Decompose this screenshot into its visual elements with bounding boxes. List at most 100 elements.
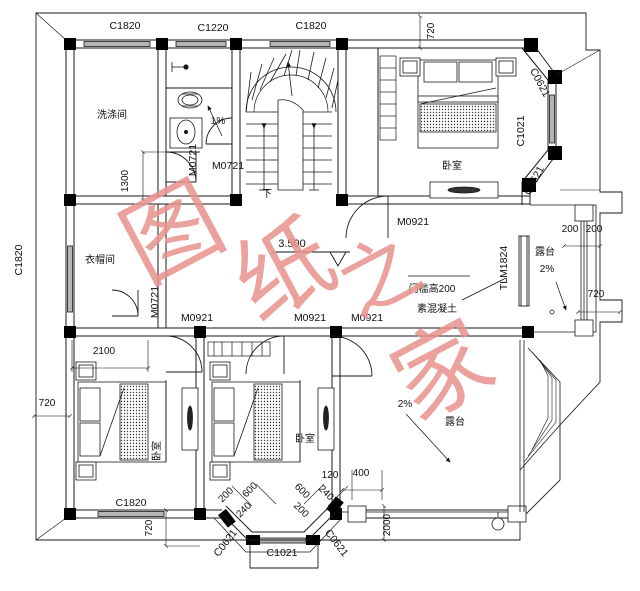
blanket bbox=[419, 103, 497, 133]
dimension-dim-right-200a: 200 bbox=[562, 224, 579, 235]
column-bay-ne-top bbox=[548, 70, 562, 84]
leader-lines bbox=[207, 105, 567, 463]
column-e-mid bbox=[522, 178, 536, 192]
door-label-d-bath: M0721 bbox=[212, 160, 244, 172]
window-C1021-east-bay bbox=[549, 94, 555, 144]
leader-slope-e bbox=[555, 281, 567, 311]
window-label-w-top-3: C1820 bbox=[296, 20, 327, 32]
column-e-lower bbox=[522, 326, 534, 338]
pillow-left bbox=[423, 61, 458, 83]
dimension-dim-top-right: 720 bbox=[426, 22, 437, 39]
column-n3 bbox=[336, 38, 348, 50]
pillow-a bbox=[79, 387, 101, 422]
wardrobe-ne bbox=[379, 55, 397, 141]
pillow-b bbox=[213, 422, 235, 457]
pillow-a bbox=[213, 387, 235, 422]
annotation-stair-down: 下 bbox=[262, 189, 272, 200]
bed-ne bbox=[399, 57, 517, 149]
door-label-d-sw: M0921 bbox=[181, 312, 213, 324]
door-swing-bed-ne bbox=[345, 195, 389, 239]
stair-well bbox=[277, 99, 304, 191]
room-label-cloakroom: 衣帽间 bbox=[85, 253, 115, 266]
door-label-d-s-1: M0921 bbox=[294, 312, 326, 324]
dimension-dim-bot-400: 400 bbox=[353, 468, 370, 479]
column-s1 bbox=[194, 326, 206, 338]
door-label-d-cloak: M0721 bbox=[149, 286, 161, 318]
column-sw bbox=[64, 508, 76, 520]
window-label-w-right-bay-c: C1021 bbox=[515, 115, 527, 146]
terrace-post-s1 bbox=[347, 505, 367, 523]
staircase bbox=[245, 49, 339, 191]
room-label-laundry: 洗涤间 bbox=[97, 108, 127, 121]
bed-sw bbox=[75, 361, 167, 481]
door-swing-bath bbox=[205, 117, 233, 145]
wardrobe-sliding-1 bbox=[181, 387, 199, 451]
column-w-lower bbox=[64, 326, 76, 338]
room-label-terrace_s: 露台 bbox=[445, 415, 465, 428]
window-C1820-north-left bbox=[83, 41, 151, 47]
column-n1 bbox=[156, 38, 168, 50]
dimension-dim-left-2100: 2100 bbox=[93, 346, 116, 357]
blanket bbox=[253, 383, 283, 461]
tv-bench-ne bbox=[429, 181, 499, 199]
leader-sill bbox=[461, 277, 507, 301]
column-bay-s-right bbox=[326, 496, 344, 516]
annotation-slope-bath: 1% bbox=[211, 116, 226, 127]
washbasin-icon bbox=[169, 117, 203, 149]
door-swings bbox=[111, 117, 530, 377]
window-label-w-bot-1: C1820 bbox=[116, 497, 147, 509]
wardrobe-sliding-2 bbox=[317, 387, 335, 451]
pillow-right bbox=[458, 61, 493, 83]
room-label-bedroom_ne: 卧室 bbox=[442, 159, 462, 172]
door-swing-s1 bbox=[245, 335, 285, 375]
dimension-dim-left-720: 720 bbox=[39, 398, 56, 409]
leader-slope-bath bbox=[207, 105, 223, 137]
column-nw bbox=[64, 38, 76, 50]
terrace-post-ne bbox=[574, 204, 594, 222]
annotation-sill-height: 门槛高200 bbox=[409, 282, 456, 295]
column-n2 bbox=[230, 38, 242, 50]
south-bay-walls bbox=[213, 505, 343, 553]
window-label-w-top-1: C1820 bbox=[110, 20, 141, 32]
column-c-mid2 bbox=[336, 194, 348, 206]
column-s3 bbox=[194, 508, 206, 520]
bathroom-fixtures bbox=[169, 62, 203, 149]
level-marker bbox=[272, 251, 350, 267]
column-s2 bbox=[330, 326, 342, 338]
door-swing-s2 bbox=[331, 335, 373, 377]
room-label-bedroom_sw: 卧室 bbox=[150, 441, 163, 461]
annotation-concrete: 素混凝土 bbox=[417, 302, 457, 315]
door-swing-sw bbox=[165, 335, 203, 373]
window-C1820-north-right bbox=[269, 41, 331, 47]
column-w-mid bbox=[64, 194, 76, 206]
window-label-w-left-1: C1820 bbox=[13, 244, 25, 275]
wall-assembly bbox=[65, 39, 557, 519]
dimension-lines bbox=[31, 13, 623, 549]
stair-winders bbox=[245, 49, 339, 113]
window-label-w-bot-bay-c: C1021 bbox=[267, 547, 298, 559]
column-bay-ne-bot bbox=[548, 146, 562, 160]
bed-south bbox=[209, 361, 301, 481]
annotation-slope-terr-e: 2% bbox=[540, 264, 555, 275]
column-bay-s-right2 bbox=[306, 535, 320, 545]
annotation-slope-terr-s: 2% bbox=[398, 399, 413, 410]
door-swing-laundry bbox=[165, 151, 197, 183]
window-C1820-west bbox=[67, 245, 73, 313]
room-label-terrace_e: 露台 bbox=[535, 245, 555, 258]
terrace-post-se bbox=[574, 319, 594, 337]
toilet-icon bbox=[177, 91, 203, 109]
dimension-dim-left-1300: 1300 bbox=[120, 169, 131, 192]
door-label-d-s-2: M0921 bbox=[351, 312, 383, 324]
annotation-level: 3.500 bbox=[278, 238, 306, 250]
terrace-post-s2 bbox=[507, 505, 527, 523]
window-C1820-south bbox=[97, 511, 165, 517]
column-ne bbox=[524, 38, 538, 52]
dimension-dim-bot-2000: 2000 bbox=[382, 513, 393, 536]
door-label-d-terrace: TLM1824 bbox=[498, 246, 510, 291]
structural-columns bbox=[64, 38, 562, 545]
dimension-dim-bot-720: 720 bbox=[144, 519, 155, 536]
leader-slope-s bbox=[405, 413, 451, 463]
shower-fitting-icon bbox=[171, 62, 189, 72]
